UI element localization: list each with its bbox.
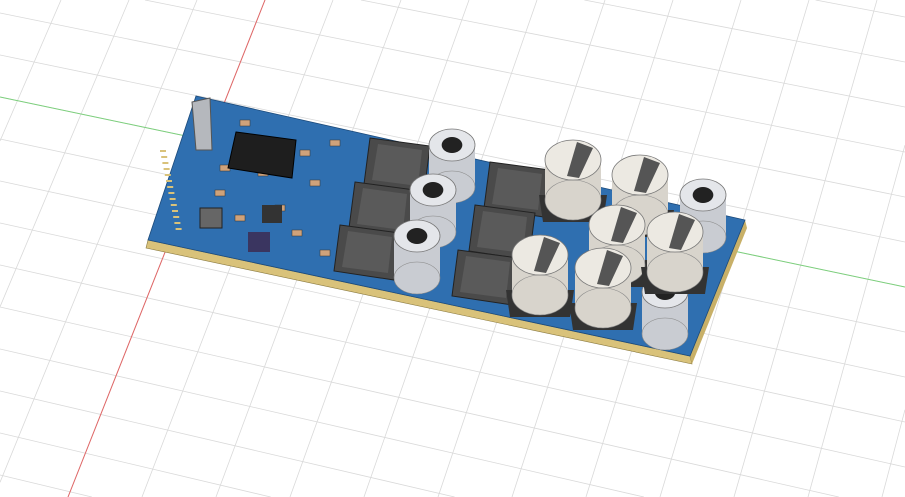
electrolytic-capacitor-bottom: [544, 179, 602, 221]
header-pin: [160, 150, 166, 152]
smd-component: [299, 149, 311, 157]
header-pin: [162, 162, 169, 164]
header-pin: [164, 174, 171, 176]
inductor-top: [372, 144, 422, 186]
smd-component: [309, 179, 321, 187]
electrolytic-capacitor-bottom: [646, 251, 704, 293]
header-pin: [163, 168, 170, 170]
header-pin: [173, 216, 180, 218]
capacitor-polarity-mark: [534, 237, 560, 273]
inductor-top: [477, 211, 527, 253]
smd-component: [214, 189, 226, 197]
grid-line: [584, 0, 905, 63]
grid-line: [733, 0, 878, 497]
header-pin: [168, 192, 175, 194]
header-pin: [170, 204, 177, 206]
header-pin: [166, 180, 172, 182]
capacitor-polarity-mark: [597, 250, 623, 286]
capacitor-polarity-mark: [611, 207, 637, 243]
inductor-top: [342, 231, 392, 273]
usb-c-connector: [191, 97, 213, 151]
mosfet-chip: [262, 205, 282, 223]
header-pin: [167, 186, 174, 188]
grid-line: [360, 0, 905, 108]
electrolytic-capacitor-bottom: [511, 274, 569, 316]
ferrite-bead-hole: [422, 182, 444, 198]
grid-line: [0, 0, 130, 307]
header-pin: [174, 222, 181, 224]
inductor-top: [492, 168, 542, 210]
grid-line: [815, 0, 905, 18]
grid-line: [807, 144, 905, 497]
grid-line: [144, 0, 905, 153]
ferrite-bead-hole: [441, 137, 463, 153]
electrolytic-capacitor-bottom: [574, 287, 632, 329]
ferrite-bead-bottom: [641, 317, 689, 351]
pcb-board[interactable]: [145, 95, 747, 365]
smd-component: [239, 119, 251, 127]
grid-line: [0, 0, 198, 483]
header-pin: [175, 228, 182, 230]
capacitor-polarity-mark: [634, 157, 660, 193]
smd-component: [319, 249, 331, 257]
inductor-top: [357, 188, 407, 230]
smd-component: [291, 229, 303, 237]
microcontroller-chip: [227, 131, 297, 179]
header-pin: [169, 198, 176, 200]
capacitor-polarity-mark: [567, 142, 593, 178]
regulator-chip: [199, 207, 223, 229]
inductor-top: [460, 256, 510, 298]
grid-line: [0, 306, 839, 497]
header-pin: [161, 156, 168, 158]
grid-line: [0, 474, 92, 497]
board-edge-side: [690, 220, 747, 364]
grid-line: [0, 390, 455, 497]
capacitor-polarity-mark: [669, 214, 695, 250]
ferrite-bead-hole: [406, 228, 428, 244]
grid-line: [0, 432, 271, 497]
grid-line: [0, 0, 62, 142]
smd-component: [234, 214, 246, 222]
smd-component: [329, 139, 341, 147]
header-pin: [172, 210, 178, 212]
grid-line: [881, 409, 905, 497]
grid-line: [0, 12, 905, 198]
grid-line: [0, 264, 905, 468]
grid-line: [0, 348, 644, 497]
ferrite-bead-hole: [692, 187, 714, 203]
crystal-component: [248, 232, 270, 252]
ferrite-bead-bottom: [393, 261, 441, 295]
grid-line: [0, 222, 905, 423]
